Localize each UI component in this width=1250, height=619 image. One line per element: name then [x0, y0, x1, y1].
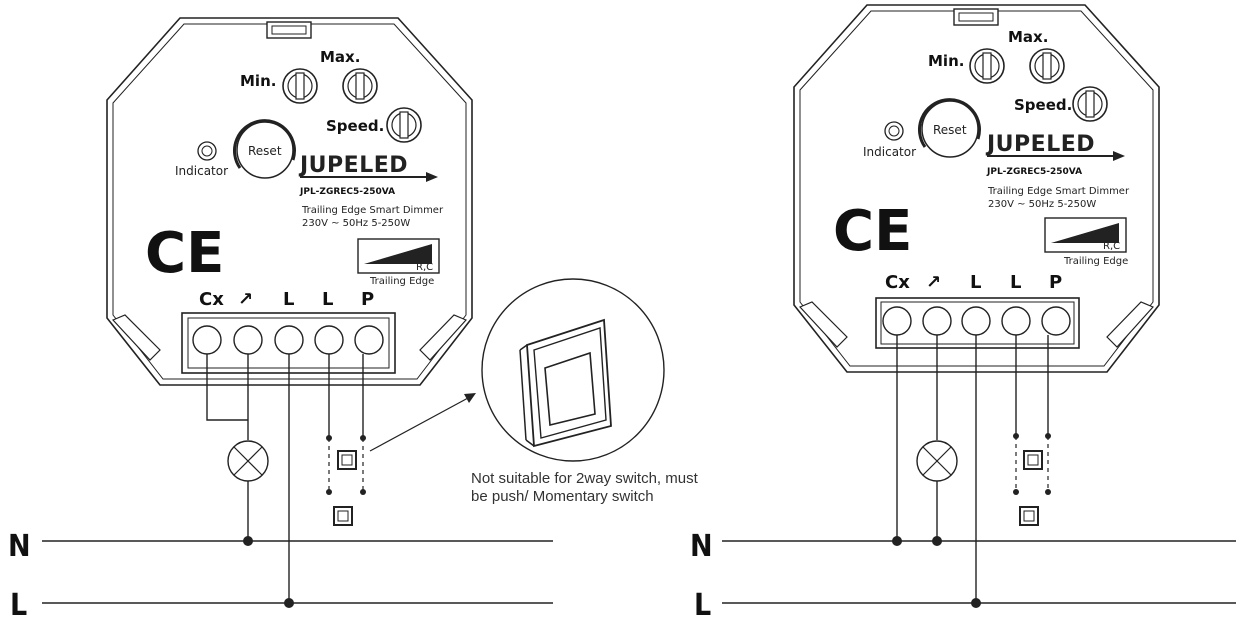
trailing-edge-label: Trailing Edge	[369, 276, 434, 287]
push-switch-icon	[1023, 450, 1043, 470]
momentary-switch-closeup	[481, 278, 665, 462]
model-number: JPL-ZGREC5-250VA	[299, 187, 395, 197]
terminal-label-l2: L	[1010, 272, 1021, 293]
switch-note-line-1: Not suitable for 2way switch, must	[471, 470, 699, 487]
indicator-led	[884, 121, 904, 141]
terminal-label-p: P	[1049, 272, 1062, 293]
description-line-2: 230V ~ 50Hz 5-250W	[302, 218, 410, 229]
terminal-block-right	[875, 297, 1080, 349]
min-knob[interactable]	[969, 48, 1005, 84]
left-wiring-diagram: Min. Max. Speed. Indicator Reset	[8, 17, 699, 619]
reset-label: Reset	[933, 123, 967, 137]
push-switch-icon	[333, 506, 353, 526]
ce-mark: CE	[145, 221, 224, 286]
min-label: Min.	[928, 52, 964, 70]
max-label: Max.	[320, 48, 360, 66]
terminal-label-l1: L	[970, 272, 981, 293]
terminal-label-dim: ↗	[926, 272, 941, 293]
min-label: Min.	[240, 72, 276, 90]
terminal-label-cx: Cx	[199, 289, 224, 310]
trailing-edge-badge: R,C	[1044, 217, 1127, 253]
push-switch-icon	[1019, 506, 1039, 526]
push-switch-icon	[337, 450, 357, 470]
ce-mark: CE	[833, 199, 912, 264]
reset-button[interactable]: Reset	[232, 119, 296, 179]
terminal-label-l2: L	[322, 289, 333, 310]
speed-label: Speed.	[326, 117, 384, 135]
indicator-label: Indicator	[863, 145, 916, 159]
dimmer-module-right	[793, 4, 1160, 373]
svg-text:R,C: R,C	[416, 262, 433, 273]
speed-label: Speed.	[1014, 96, 1072, 114]
neutral-label-right: N	[690, 529, 713, 564]
max-label: Max.	[1008, 28, 1048, 46]
trailing-edge-badge: R,C	[357, 238, 440, 274]
line-label-right: L	[694, 588, 711, 619]
right-wiring-diagram: Min. Max. Speed. Indicator Reset J	[690, 4, 1236, 619]
brand-logo: JUPELED	[298, 153, 408, 178]
reset-label: Reset	[248, 144, 282, 158]
terminal-block-left	[181, 312, 396, 374]
max-knob[interactable]	[1029, 48, 1065, 84]
terminal-label-l1: L	[283, 289, 294, 310]
indicator-led	[197, 141, 217, 161]
speed-knob[interactable]	[1072, 86, 1108, 122]
neutral-label-left: N	[8, 529, 31, 564]
lamp-icon	[916, 440, 958, 482]
svg-text:R,C: R,C	[1103, 241, 1120, 252]
description-line-1: Trailing Edge Smart Dimmer	[987, 186, 1130, 197]
model-number: JPL-ZGREC5-250VA	[986, 167, 1082, 177]
trailing-edge-label: Trailing Edge	[1063, 256, 1128, 267]
max-knob[interactable]	[342, 68, 378, 104]
terminal-label-cx: Cx	[885, 272, 910, 293]
terminal-label-p: P	[361, 289, 374, 310]
description-line-2: 230V ~ 50Hz 5-250W	[988, 199, 1096, 210]
terminal-label-dim: ↗	[238, 289, 253, 310]
reset-button[interactable]: Reset	[917, 98, 981, 158]
description-line-1: Trailing Edge Smart Dimmer	[301, 205, 444, 216]
switch-note-line-2: be push/ Momentary switch	[471, 488, 654, 505]
speed-knob[interactable]	[386, 107, 422, 143]
dimmer-module-left	[106, 17, 473, 386]
line-label-left: L	[10, 588, 27, 619]
lamp-icon	[227, 440, 269, 482]
min-knob[interactable]	[282, 68, 318, 104]
brand-logo: JUPELED	[985, 132, 1095, 157]
indicator-label: Indicator	[175, 164, 228, 178]
